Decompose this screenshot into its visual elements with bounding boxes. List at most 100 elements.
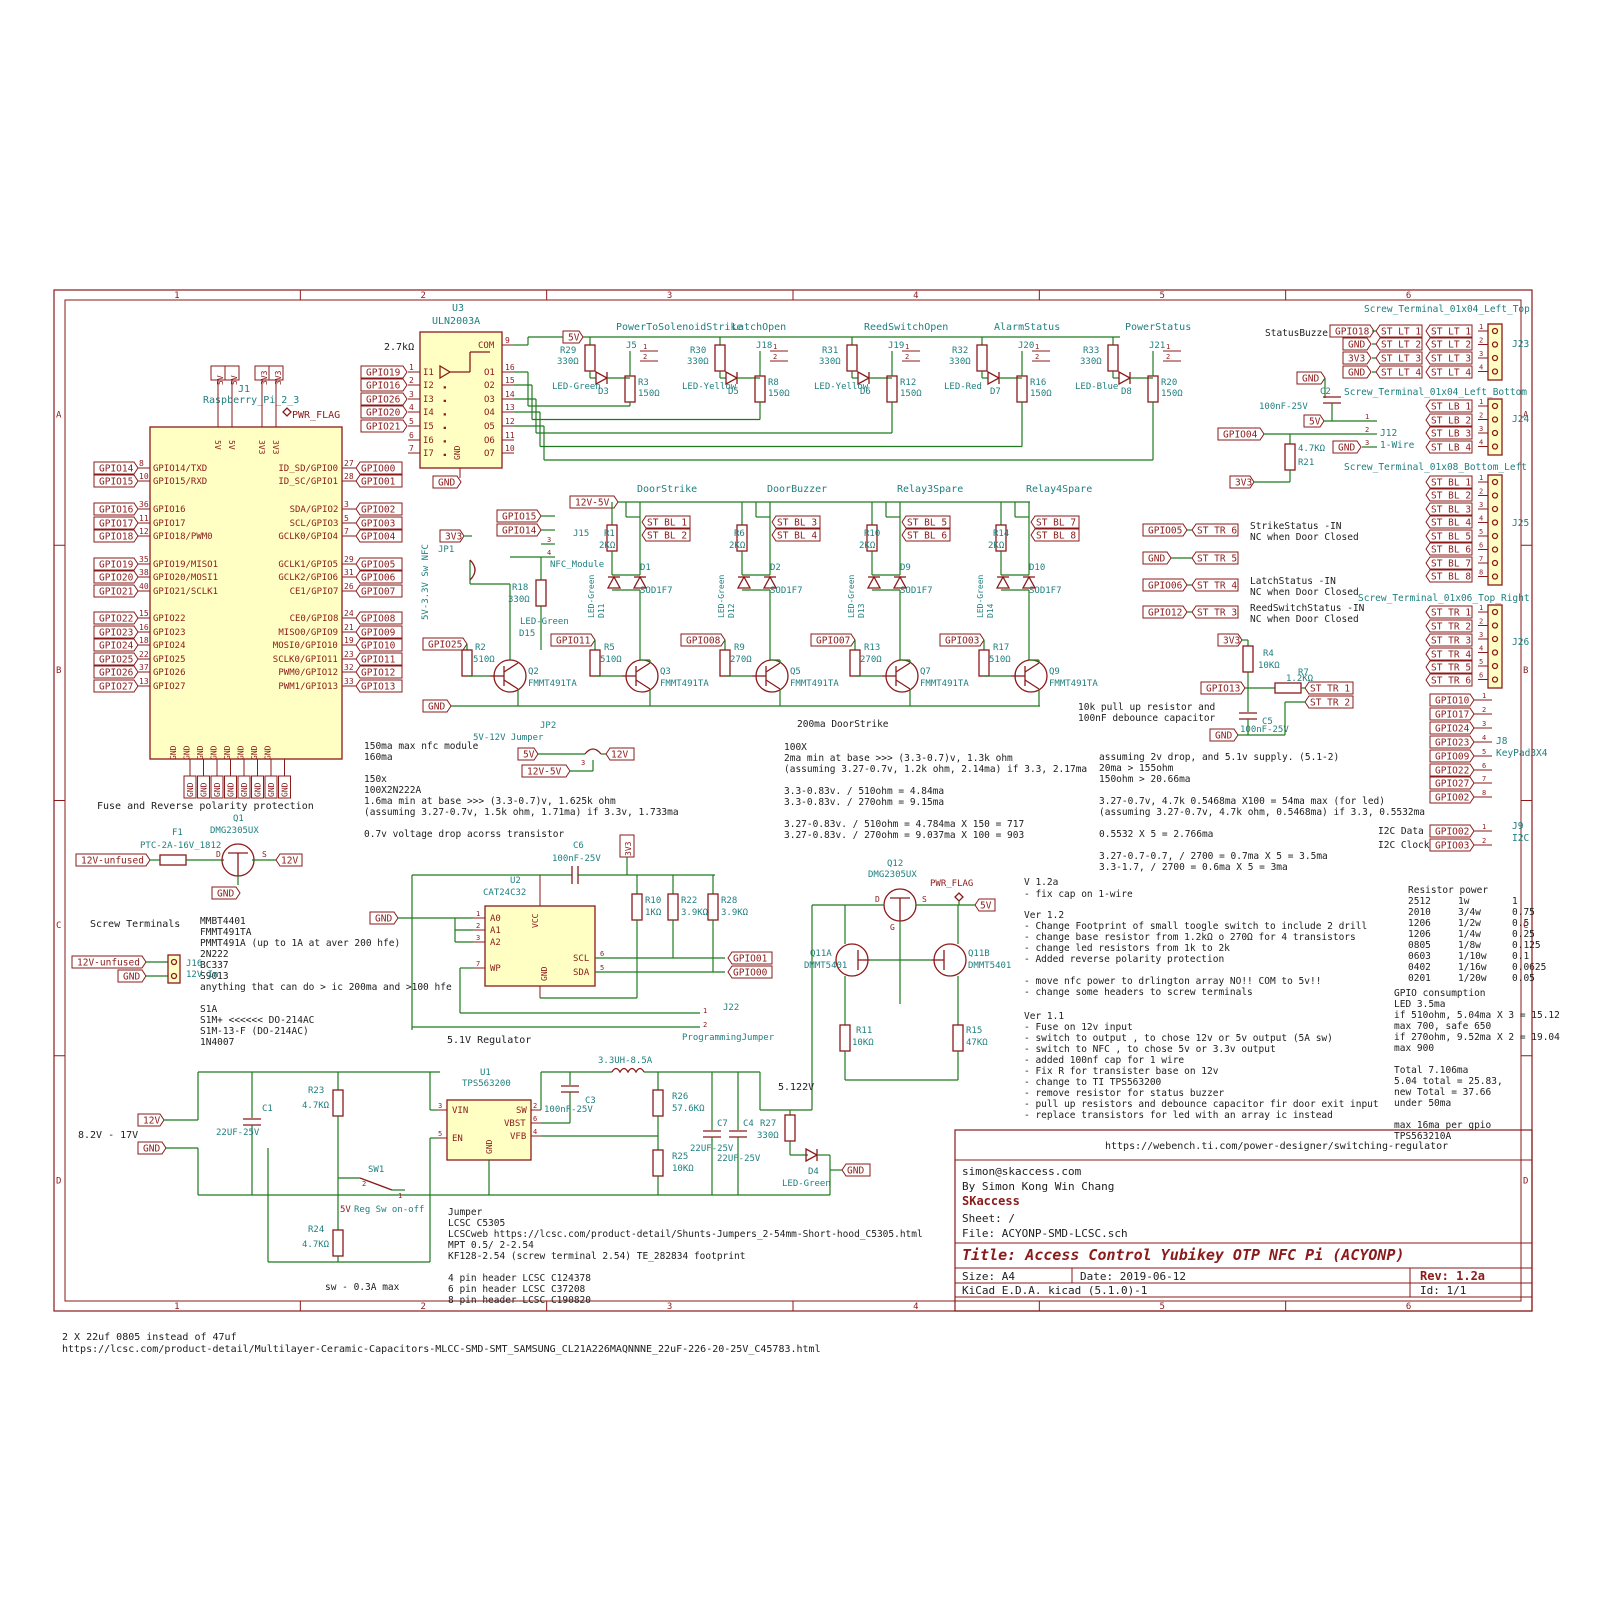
value: 330Ω bbox=[949, 357, 971, 367]
ref: R6 bbox=[734, 529, 745, 539]
net-label: 12V bbox=[143, 1116, 160, 1127]
capacitor bbox=[1322, 396, 1342, 404]
rpi-left-pin: GPIO17 bbox=[153, 519, 186, 529]
ref: R32 bbox=[952, 346, 968, 356]
net-label-box bbox=[1429, 749, 1475, 763]
ref: J16 bbox=[186, 959, 202, 969]
uln-pin-num: 3 bbox=[409, 390, 414, 399]
gpio-note: under 50ma bbox=[1394, 1098, 1451, 1109]
reg-pin: VIN bbox=[452, 1106, 468, 1116]
net-label: GPIO21 bbox=[366, 422, 401, 433]
net-label: ST_LT_3 bbox=[1431, 354, 1471, 365]
parts-note: BC337 bbox=[200, 960, 229, 971]
ref: Q9 bbox=[1049, 667, 1060, 677]
net-label: ST_BL_3 bbox=[1431, 505, 1471, 516]
value: 150Ω bbox=[1161, 389, 1183, 399]
net-label: ST_BL_7 bbox=[1036, 518, 1076, 529]
npn-transistor bbox=[751, 659, 789, 693]
gpio-note: LED 3.5ma bbox=[1394, 999, 1445, 1010]
frame-row: D bbox=[56, 1176, 61, 1186]
rpi-left-pin: GPIO15/RXD bbox=[153, 477, 207, 487]
net-label-box bbox=[1342, 337, 1372, 351]
reg-pin: VFB bbox=[510, 1132, 526, 1142]
net-label: GPIO10 bbox=[1435, 696, 1470, 707]
net-label: GPIO27 bbox=[1435, 779, 1469, 790]
terminal-screw bbox=[1491, 478, 1499, 486]
rpi-right-pin: GCLK0/GPIO4 bbox=[278, 532, 338, 542]
screw-terminals-right: Screw_Terminal_01x04_Left_TopStatusBuzze… bbox=[1078, 304, 1548, 852]
terminal-screw bbox=[1491, 429, 1499, 437]
resistor bbox=[652, 1089, 664, 1117]
power-label-text: 3V3 bbox=[624, 841, 633, 856]
power-table-cell: 1/2w bbox=[1458, 918, 1481, 929]
parts-note: 2N222 bbox=[200, 949, 229, 960]
value: FMMT491TA bbox=[790, 679, 839, 689]
net-label-box bbox=[360, 378, 408, 392]
pin-num: 2 bbox=[905, 353, 909, 361]
value: I2C bbox=[1512, 833, 1529, 844]
led-symbol bbox=[987, 371, 1000, 385]
net-label-box bbox=[1425, 351, 1473, 365]
net-label-box bbox=[137, 1113, 165, 1127]
pin-num: 1 bbox=[1482, 823, 1486, 831]
resistor bbox=[1107, 344, 1119, 372]
rpi-pin-num: 29 bbox=[344, 555, 354, 564]
title-author: By Simon Kong Win Chang bbox=[962, 1180, 1114, 1193]
capacitor bbox=[571, 865, 579, 885]
ref: JP1 bbox=[438, 545, 454, 555]
net-label-box bbox=[1375, 351, 1423, 365]
pin-num: 7 bbox=[1479, 555, 1483, 563]
relay-channel-name: Relay4Spare bbox=[1026, 484, 1092, 495]
uln-input: I2 bbox=[423, 381, 434, 391]
resistor bbox=[714, 344, 726, 372]
net-label: ST_TR_2 bbox=[1431, 622, 1471, 633]
pin-num: 3 bbox=[1479, 631, 1483, 639]
net-label-box bbox=[521, 764, 571, 778]
led-channel-name: ReedSwitchOpen bbox=[864, 322, 948, 333]
uln-output: O4 bbox=[484, 408, 495, 418]
value: 2KΩ bbox=[599, 541, 616, 551]
note: I2C Clock bbox=[1378, 840, 1430, 851]
note: (assuming 3.27-0.7v, 1.5k ohm, 1.71ma) i… bbox=[364, 807, 679, 818]
value: 4.7KΩ bbox=[302, 1240, 330, 1250]
resistor bbox=[589, 649, 601, 677]
gpio-note: GPIO consumption bbox=[1394, 988, 1486, 999]
rpi-left-pin: GPIO27 bbox=[153, 682, 186, 692]
net-label-box bbox=[1429, 824, 1475, 838]
rpi-left-pin: GPIO19/MISO1 bbox=[153, 560, 218, 570]
ref: R23 bbox=[308, 1086, 324, 1096]
net-label-box bbox=[1209, 728, 1239, 742]
terminal-j25 bbox=[1487, 474, 1503, 586]
frame-col: 1 bbox=[174, 291, 179, 301]
uln-input: I3 bbox=[423, 395, 434, 405]
ref: R5 bbox=[604, 643, 615, 653]
pin-num: 7 bbox=[1482, 775, 1486, 783]
note: 2ma min at base >>> (3.3-0.7)v, 1.3k ohm bbox=[784, 753, 1013, 764]
ref: C3 bbox=[585, 1096, 596, 1106]
net-label: ST_TR_4 bbox=[1197, 581, 1237, 592]
note: 3.3-0.83v. / 510ohm = 4.84ma bbox=[784, 786, 944, 797]
ref: J8 bbox=[1496, 736, 1508, 747]
net-label-box bbox=[727, 965, 773, 979]
net-label-box bbox=[1425, 413, 1473, 427]
version-note: - change some headers to screw terminals bbox=[1024, 987, 1253, 998]
rpi-left-pin: GPIO20/MOSI1 bbox=[153, 573, 218, 583]
note: 100X bbox=[784, 742, 807, 753]
value: LED-Green bbox=[552, 382, 601, 392]
gnd-label bbox=[210, 775, 224, 799]
value: 510Ω bbox=[600, 655, 622, 665]
ref: Q5 bbox=[790, 667, 801, 677]
terminal-screw bbox=[1491, 622, 1499, 629]
pin-num: 1 bbox=[398, 1192, 402, 1200]
net-label-box bbox=[1142, 578, 1188, 592]
net-label: GPIO26 bbox=[366, 395, 401, 406]
value: 330Ω bbox=[508, 595, 530, 605]
rpi-left-pin: GPIO25 bbox=[153, 655, 186, 665]
terminal-screw bbox=[1491, 635, 1499, 643]
title-size: Size: A4 bbox=[962, 1270, 1015, 1283]
buffer-dot: ▪ bbox=[443, 384, 447, 391]
rpi-pin-num: 28 bbox=[344, 472, 354, 481]
version-note: - Fuse on 12v input bbox=[1024, 1022, 1133, 1033]
